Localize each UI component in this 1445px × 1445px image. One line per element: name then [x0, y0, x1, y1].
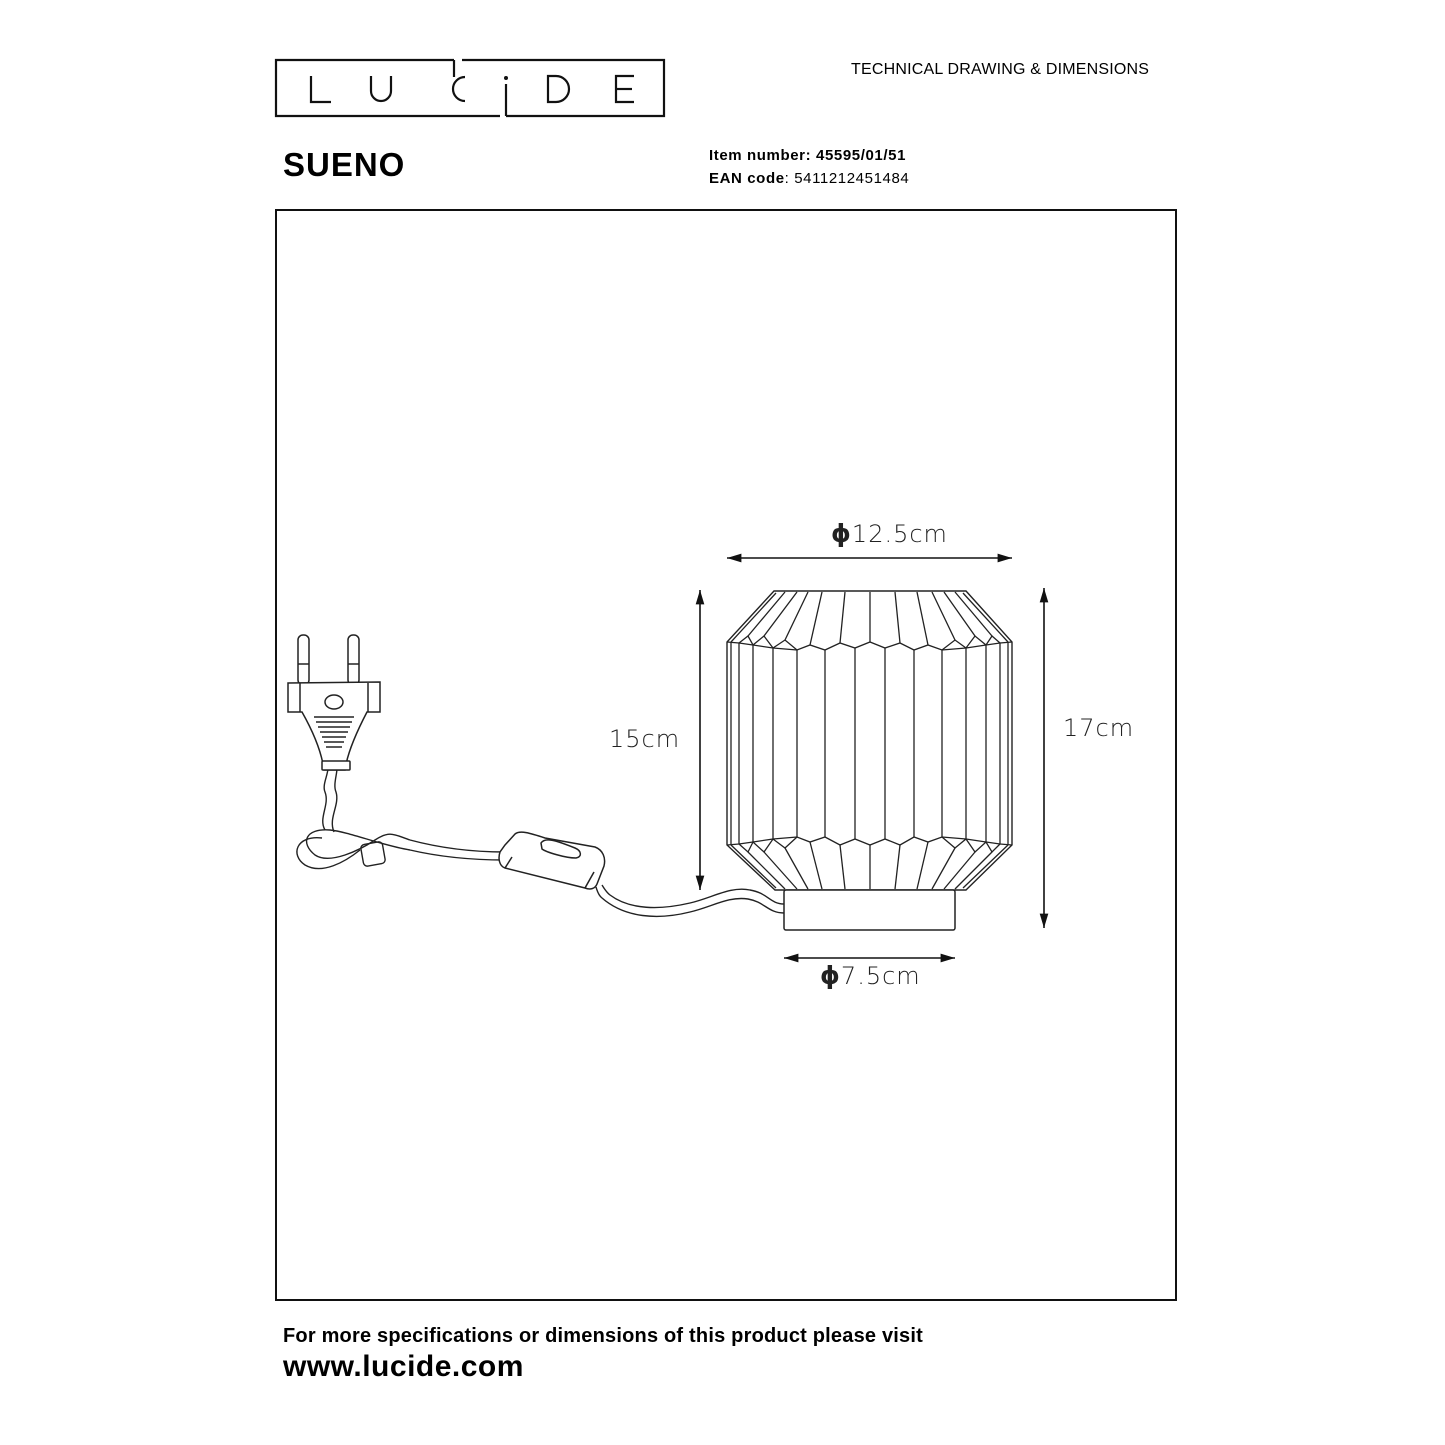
diameter-symbol: ϕ [820, 961, 841, 990]
drawing-frame [275, 209, 1177, 1301]
inline-switch-icon [498, 831, 606, 890]
base-diameter-label: ϕ7.5cm [820, 961, 921, 990]
total-height-label: 17cm [1063, 714, 1135, 742]
document-type-label: TECHNICAL DRAWING & DIMENSIONS [851, 61, 1150, 78]
cord-icon [296, 767, 785, 917]
shade-height-label: 15cm [609, 725, 681, 753]
diameter-symbol: ϕ [831, 519, 852, 548]
ean-code: EAN code: 5411212451484 [709, 170, 910, 187]
ean-label: EAN code [709, 170, 785, 187]
ean-value: 5411212451484 [794, 170, 910, 187]
lucide-logo [274, 58, 666, 118]
euro-plug-icon [287, 634, 381, 771]
item-number: Item number: 45595/01/51 [709, 147, 907, 164]
website-link[interactable]: www.lucide.com [283, 1350, 524, 1383]
item-number-label: Item number [709, 147, 806, 164]
lamp-shade-icon [726, 590, 1013, 891]
item-number-value: 45595/01/51 [816, 147, 907, 164]
lamp-base-icon [783, 889, 956, 931]
product-name: SUENO [283, 146, 406, 183]
shade-diameter-label: ϕ12.5cm [831, 519, 948, 548]
footer-info-text: For more specifications or dimensions of… [283, 1325, 923, 1347]
